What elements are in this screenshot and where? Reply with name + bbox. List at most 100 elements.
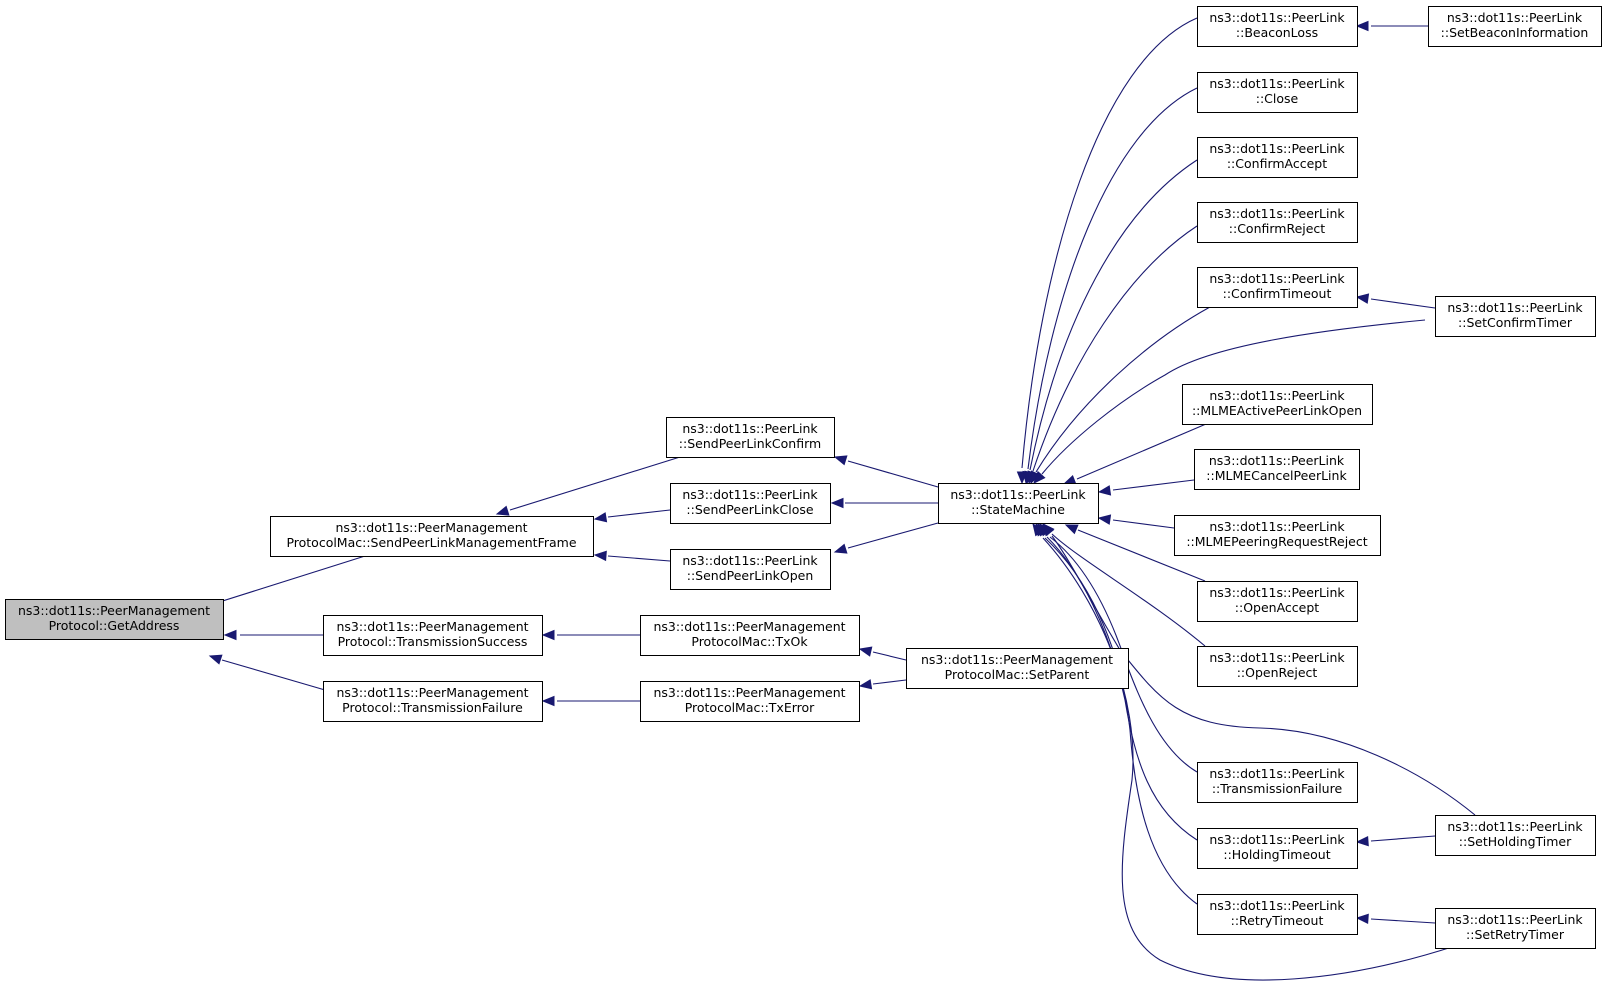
node-txok[interactable]: ns3::dot11s::PeerManagementProtocolMac::… <box>640 615 860 656</box>
edge-statemachine-to-sendconfirm <box>833 455 939 488</box>
node-label-line: ::HoldingTimeout <box>1223 847 1330 862</box>
edge-layer <box>180 17 1476 981</box>
node-confirmaccept[interactable]: ns3::dot11s::PeerLink::ConfirmAccept <box>1197 137 1358 178</box>
node-statemachine[interactable]: ns3::dot11s::PeerLink::StateMachine <box>938 483 1099 524</box>
edge-line <box>872 651 907 661</box>
node-openaccept[interactable]: ns3::dot11s::PeerLink::OpenAccept <box>1197 581 1358 622</box>
node-label-line: ProtocolMac::SetParent <box>945 667 1090 682</box>
node-label-line: ::Close <box>1256 91 1299 106</box>
edge-confirmaccept-to-statemachine <box>1024 159 1198 485</box>
node-box <box>1197 646 1358 687</box>
node-box <box>666 417 835 458</box>
edge-line <box>607 509 671 518</box>
node-box <box>1197 894 1358 935</box>
node-label-line: ns3::dot11s::PeerLink <box>1209 898 1345 913</box>
edge-line <box>1032 225 1198 472</box>
node-box <box>640 615 860 656</box>
node-txsuccess[interactable]: ns3::dot11s::PeerManagementProtocol::Tra… <box>323 615 543 656</box>
arrowhead-icon <box>593 550 607 562</box>
node-label-line: ::ConfirmAccept <box>1227 156 1327 171</box>
node-mlmeactive[interactable]: ns3::dot11s::PeerLink::MLMEActivePeerLin… <box>1182 384 1373 425</box>
node-label-line: ns3::dot11s::PeerLink <box>1209 388 1345 403</box>
node-box <box>938 483 1099 524</box>
edge-sendclose-to-sendplmf <box>593 509 671 523</box>
node-label-line: Protocol::TransmissionFailure <box>342 700 523 715</box>
node-box <box>1197 6 1358 47</box>
node-label-line: ns3::dot11s::PeerLink <box>1209 766 1345 781</box>
edge-line <box>1112 479 1195 491</box>
node-label-line: ::MLMEPeeringRequestReject <box>1186 534 1367 549</box>
node-label-line: ns3::dot11s::PeerManagement <box>336 619 528 634</box>
arrowhead-icon <box>858 679 873 690</box>
node-sendconfirm[interactable]: ns3::dot11s::PeerLink::SendPeerLinkConfi… <box>666 417 835 458</box>
node-label-line: ns3::dot11s::PeerManagement <box>335 520 527 535</box>
node-label-line: ::TransmissionFailure <box>1212 781 1343 796</box>
node-setholdingtimer[interactable]: ns3::dot11s::PeerLink::SetHoldingTimer <box>1435 815 1596 856</box>
node-box <box>906 648 1129 689</box>
node-label-line: ns3::dot11s::PeerLink <box>1209 650 1345 665</box>
node-label-line: Protocol::GetAddress <box>49 618 180 633</box>
arrowhead-icon <box>1097 485 1112 496</box>
edge-mlmeactive-to-statemachine <box>1062 423 1207 485</box>
node-setretrytimer[interactable]: ns3::dot11s::PeerLink::SetRetryTimer <box>1435 908 1596 949</box>
arrowhead-icon <box>593 512 608 523</box>
node-label-line: ProtocolMac::SendPeerLinkManagementFrame <box>286 535 576 550</box>
node-setconfirmtimer[interactable]: ns3::dot11s::PeerLink::SetConfirmTimer <box>1435 296 1596 337</box>
node-beaconloss[interactable]: ns3::dot11s::PeerLink::BeaconLoss <box>1197 6 1358 47</box>
node-label-line: ::SetConfirmTimer <box>1458 315 1573 330</box>
arrowhead-icon <box>833 455 848 466</box>
node-label-line: ns3::dot11s::PeerManagement <box>18 603 210 618</box>
node-getaddress[interactable]: ns3::dot11s::PeerManagementProtocol::Get… <box>5 599 224 640</box>
node-setbeacon[interactable]: ns3::dot11s::PeerLink::SetBeaconInformat… <box>1428 6 1602 47</box>
node-mlmepeering[interactable]: ns3::dot11s::PeerLink::MLMEPeeringReques… <box>1174 515 1381 556</box>
node-confirmtimeout[interactable]: ns3::dot11s::PeerLink::ConfirmTimeout <box>1197 267 1358 308</box>
node-label-line: ::SendPeerLinkConfirm <box>679 436 821 451</box>
arrowhead-icon <box>1064 524 1079 535</box>
node-confirmreject[interactable]: ns3::dot11s::PeerLink::ConfirmReject <box>1197 202 1358 243</box>
node-label-line: ::MLMECancelPeerLink <box>1206 468 1347 483</box>
edge-openaccept-to-statemachine <box>1064 524 1206 582</box>
node-close[interactable]: ns3::dot11s::PeerLink::Close <box>1197 72 1358 113</box>
edge-txsuccess-to-getaddress <box>223 629 323 641</box>
node-box <box>1197 137 1358 178</box>
edge-line <box>1370 918 1436 924</box>
edge-line <box>1051 533 1206 647</box>
node-holdingtimeout[interactable]: ns3::dot11s::PeerLink::HoldingTimeout <box>1197 828 1358 869</box>
node-setparent[interactable]: ns3::dot11s::PeerManagementProtocolMac::… <box>906 648 1129 689</box>
node-label-line: ProtocolMac::TxOk <box>691 634 808 649</box>
node-sendopen[interactable]: ns3::dot11s::PeerLink::SendPeerLinkOpen <box>670 549 831 590</box>
arrowhead-icon <box>541 629 555 641</box>
node-txerror[interactable]: ns3::dot11s::PeerManagementProtocolMac::… <box>640 681 860 722</box>
node-openreject[interactable]: ns3::dot11s::PeerLink::OpenReject <box>1197 646 1358 687</box>
node-box <box>1197 267 1358 308</box>
arrowhead-icon <box>1033 470 1046 484</box>
node-txfailure[interactable]: ns3::dot11s::PeerManagementProtocol::Tra… <box>323 681 543 722</box>
node-label-line: ns3::dot11s::PeerLink <box>1209 10 1345 25</box>
edge-setconfirmtimer-to-confirmtimeout <box>1355 293 1436 309</box>
node-box <box>1197 828 1358 869</box>
edge-txerror-to-txfailure <box>541 695 640 707</box>
arrowhead-icon <box>1355 293 1370 304</box>
node-box <box>1174 515 1381 556</box>
edge-line <box>1041 319 1426 475</box>
node-retrytimeout[interactable]: ns3::dot11s::PeerLink::RetryTimeout <box>1197 894 1358 935</box>
node-box <box>323 615 543 656</box>
edge-line <box>1044 537 1198 905</box>
node-label-line: ns3::dot11s::PeerManagement <box>653 619 845 634</box>
node-layer: ns3::dot11s::PeerManagementProtocol::Get… <box>5 6 1602 949</box>
node-box <box>5 599 224 640</box>
edge-line <box>872 679 907 685</box>
edge-line <box>847 522 939 549</box>
node-label-line: ::OpenAccept <box>1235 600 1320 615</box>
node-pltxfailure[interactable]: ns3::dot11s::PeerLink::TransmissionFailu… <box>1197 762 1358 803</box>
node-sendplmf[interactable]: ns3::dot11s::PeerManagementProtocolMac::… <box>270 516 594 557</box>
node-label-line: ns3::dot11s::PeerLink <box>1447 10 1583 25</box>
edge-line <box>1076 423 1207 480</box>
edge-setbeacon-to-beaconloss <box>1355 20 1428 32</box>
edge-line <box>1027 87 1198 470</box>
node-sendclose[interactable]: ns3::dot11s::PeerLink::SendPeerLinkClose <box>670 483 831 524</box>
node-mlmecancel[interactable]: ns3::dot11s::PeerLink::MLMECancelPeerLin… <box>1194 449 1360 490</box>
edge-confirmreject-to-statemachine <box>1027 225 1198 485</box>
edge-setparent-to-txerror <box>858 679 907 690</box>
